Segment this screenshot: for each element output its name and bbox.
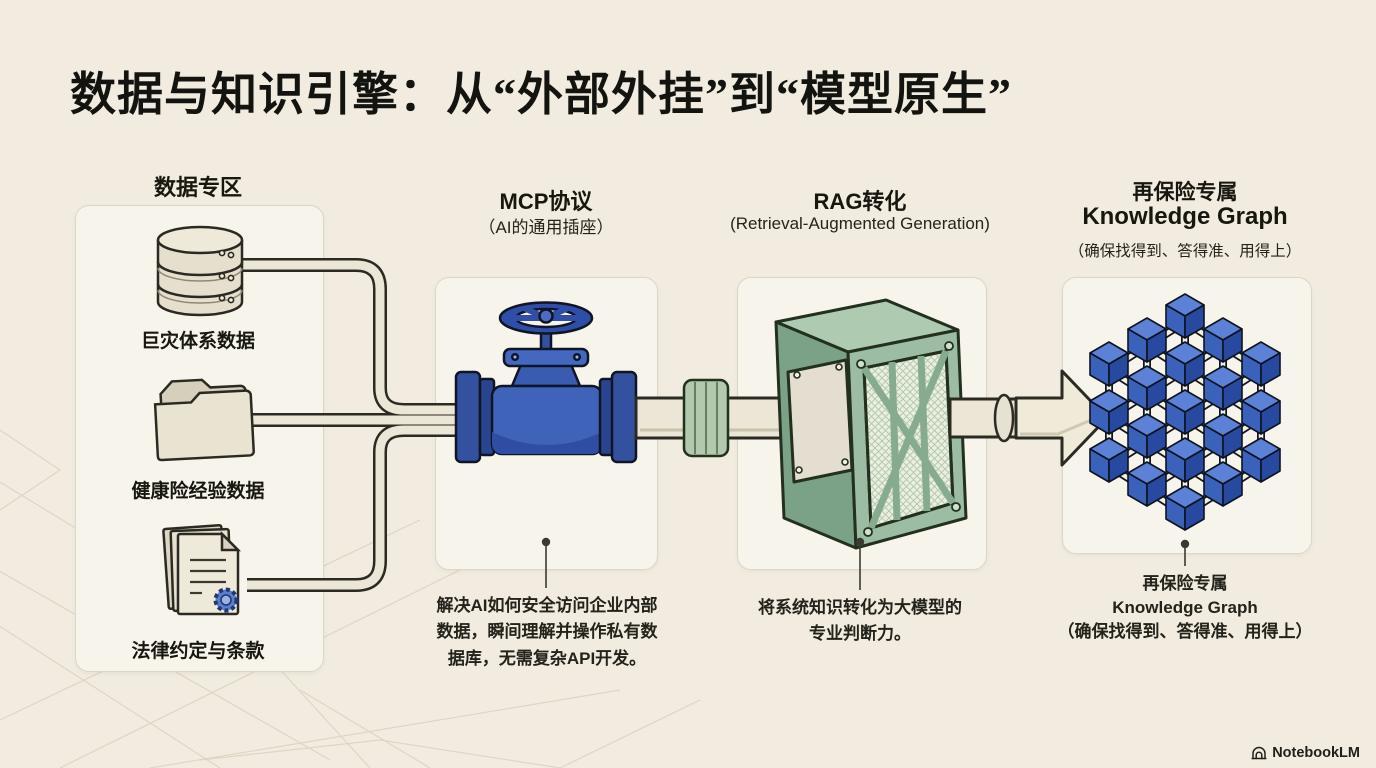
item-label-catastrophe: 巨灾体系数据 <box>140 331 255 352</box>
caption-kg-line3: （确保找得到、答得准、用得上） <box>1057 621 1313 641</box>
column-subtitle-kg: （确保找得到、答得准、用得上） <box>1068 243 1302 260</box>
panel-knowledge-graph <box>1062 277 1312 554</box>
column-subtitle-rag: (Retrieval-Augmented Generation) <box>730 214 990 233</box>
caption-kg: 再保险专属 Knowledge Graph （确保找得到、答得准、用得上） <box>1035 572 1335 643</box>
notebooklm-icon <box>1251 746 1267 759</box>
brand-logo: NotebookLM <box>1251 745 1360 761</box>
brand-label: NotebookLM <box>1272 745 1360 761</box>
item-label-health: 健康险经验数据 <box>131 481 265 502</box>
caption-rag: 将系统知识转化为大模型的专业判断力。 <box>758 598 962 644</box>
panel-mcp <box>435 277 658 570</box>
panel-rag <box>737 277 987 570</box>
column-header-kg: 再保险专属 <box>1132 181 1238 204</box>
column-subtitle-mcp: （AI的通用插座） <box>478 218 614 237</box>
caption-kg-line1: 再保险专属 <box>1142 574 1228 593</box>
column-header-kg-en: Knowledge Graph <box>1082 203 1288 230</box>
caption-kg-line2: Knowledge Graph <box>1112 597 1258 617</box>
panel-data-zone <box>75 205 324 672</box>
column-header-mcp: MCP协议 <box>499 189 593 214</box>
column-header-rag: RAG转化 <box>813 189 907 214</box>
caption-mcp: 解决AI如何安全访问企业内部数据，瞬间理解并操作私有数据库，无需复杂API开发。 <box>436 596 658 668</box>
page-title: 数据与知识引擎：从“外部外挂”到“模型原生” <box>70 69 1012 120</box>
item-label-legal: 法律约定与条款 <box>131 641 265 662</box>
column-header-data-zone: 数据专区 <box>153 175 242 200</box>
